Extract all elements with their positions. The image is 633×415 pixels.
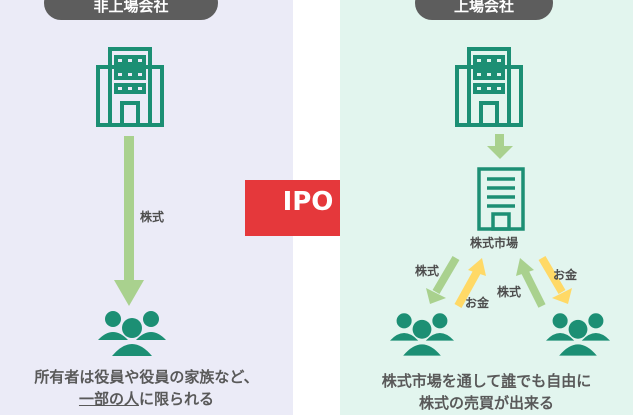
listed-caption-line1-b: でも自由に	[516, 372, 592, 390]
right-money-label: お金	[553, 268, 578, 282]
stock-down-arrow	[114, 136, 144, 306]
office-building-icon	[96, 47, 164, 127]
unlisted-company-header: 非上場会社	[44, 0, 218, 20]
left-stock-label: 株式	[415, 264, 440, 278]
unlisted-caption: 所有者は役員や役員の家族など、 一部の人に限られる	[0, 366, 293, 410]
right-stock-arrow	[516, 258, 546, 308]
listed-caption: 株式市場を通して誰でも自由に 株式の売買が出来る	[340, 370, 633, 414]
unlisted-caption-line1: 所有者は役員や役員の家族など、	[34, 368, 259, 386]
listed-caption-line1-a: 株式市場を通して	[381, 372, 502, 390]
left-stock-arrow	[426, 255, 460, 304]
listed-company-header: 上場会社	[415, 0, 553, 20]
unlisted-caption-line2: 一部の人に限られる	[0, 388, 293, 410]
people-group-icon	[98, 311, 166, 356]
caption-rest: に限られる	[139, 390, 215, 408]
listed-caption-line2: 株式の売買が出来る	[418, 394, 554, 412]
investors-left-icon	[390, 313, 454, 356]
investors-right-icon	[546, 313, 610, 356]
ipo-label: IPO	[282, 187, 334, 217]
left-money-arrow	[454, 258, 486, 308]
left-panel-unlisted: 非上場会社 株式	[0, 0, 293, 415]
listed-caption-line1: 株式市場を通して誰でも自由に	[340, 370, 633, 392]
listed-caption-underline: 誰	[501, 372, 517, 390]
to-market-arrow	[487, 134, 513, 159]
left-money-label: お金	[465, 296, 490, 310]
right-stock-label: 株式	[497, 285, 522, 299]
stock-label: 株式	[140, 210, 165, 224]
caption-underline-people: 人	[123, 390, 139, 408]
right-panel-listed: 上場会社 株式市場	[340, 0, 633, 415]
stock-market-icon	[477, 167, 525, 231]
right-money-arrow	[538, 255, 572, 304]
caption-underline-some: 一部の	[78, 390, 124, 408]
stock-market-label: 株式市場	[470, 236, 519, 250]
office-building-icon	[455, 47, 523, 127]
